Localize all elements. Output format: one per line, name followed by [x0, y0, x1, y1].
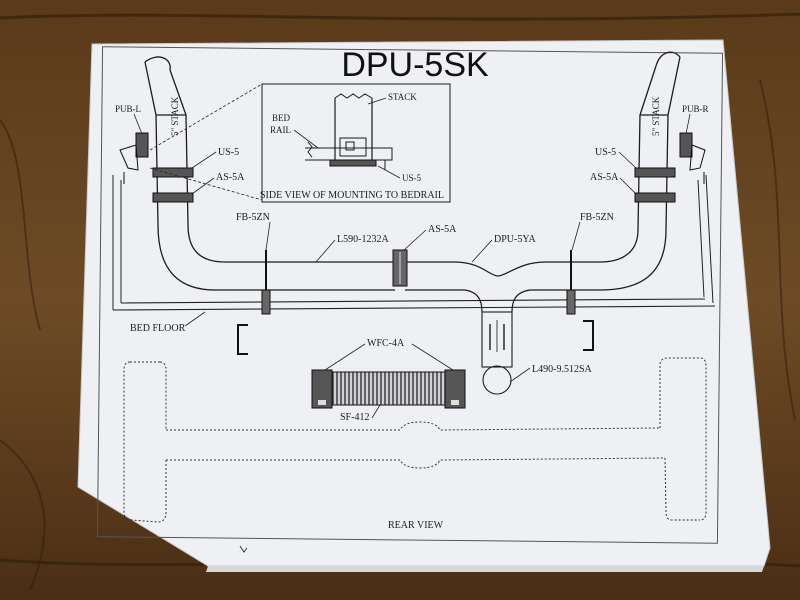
- pen-mark: [239, 545, 248, 553]
- left-stack-label: 5" STACK: [170, 96, 180, 136]
- side-view-inset: [261, 83, 451, 203]
- pub-l-label: PUB-L: [115, 104, 141, 114]
- fb5zn-right-label: FB-5ZN: [580, 212, 614, 223]
- crossover-pipe: [215, 261, 600, 313]
- inset-us5-leader: [377, 165, 401, 179]
- bed-floor-leader: [184, 311, 206, 327]
- wfc4a-label: WFC-4A: [367, 338, 405, 349]
- inset-rail-label: RAIL: [270, 125, 291, 135]
- drawing-border: [96, 46, 724, 544]
- as5a-center-leader: [403, 229, 427, 251]
- right-as5a-clamp: [634, 192, 676, 203]
- dpu5ya-label: DPU-5YA: [494, 234, 536, 245]
- inset-stack-label: STACK: [388, 92, 417, 102]
- dpu5ya-leader: [471, 239, 493, 263]
- right-frame-bracket: [583, 320, 594, 351]
- pub-r-leader: [685, 113, 691, 135]
- right-exhaust-stack: [599, 51, 681, 291]
- pub-r-label: PUB-R: [682, 104, 709, 114]
- inset-stack-leader: [367, 97, 387, 105]
- pub-r-bracket: [679, 132, 706, 184]
- as5a-left-label: AS-5A: [216, 172, 245, 183]
- pub-l-bracket: [119, 132, 149, 184]
- us5-left-label: US-5: [218, 147, 239, 158]
- fb5zn-left-label: FB-5ZN: [236, 212, 270, 223]
- left-us5-clamp: [152, 167, 194, 178]
- as5a-right-label: AS-5A: [590, 172, 619, 183]
- wfc4a-leader-right: [411, 343, 454, 371]
- left-frame-bracket: [237, 324, 248, 355]
- as5a-left-leader: [191, 177, 215, 195]
- us5-right-leader: [618, 151, 637, 169]
- l490-label: L490-9.512SA: [532, 364, 593, 375]
- diagram-title: DPU-5SK: [341, 46, 489, 84]
- sf412-leader: [371, 404, 381, 419]
- as5a-center-label: AS-5A: [428, 224, 457, 235]
- left-as5a-clamp: [152, 192, 194, 203]
- us5-right-label: US-5: [595, 147, 616, 158]
- wfc4a-flex-connector: [311, 369, 466, 409]
- as5a-right-leader: [619, 177, 637, 195]
- bed-floor: [112, 298, 716, 311]
- inset-caption: SIDE VIEW OF MOUNTING TO BEDRAIL: [260, 190, 444, 201]
- fb5zn-left-leader: [265, 221, 271, 251]
- bed-floor-label: BED FLOOR: [130, 323, 186, 334]
- fb5zn-right-hanger: [566, 250, 576, 315]
- left-exhaust-stack: [144, 56, 226, 291]
- right-us5-clamp: [634, 167, 676, 178]
- pub-l-leader: [133, 113, 143, 135]
- downpipe-l490: [481, 311, 513, 395]
- l590-leader: [315, 239, 336, 263]
- fb5zn-right-leader: [571, 221, 581, 251]
- right-stack-label: 5" STACK: [651, 96, 661, 136]
- inset-rail-leader: [293, 129, 319, 149]
- inset-leader-dashes: [149, 83, 263, 201]
- paper-shadow-edge: [206, 566, 764, 572]
- us5-left-leader: [191, 151, 217, 169]
- sf412-label: SF-412: [340, 412, 369, 423]
- inset-us5-label: US-5: [402, 173, 422, 183]
- rear-view-label: REAR VIEW: [388, 520, 444, 531]
- rear-view-frame: [123, 357, 707, 523]
- wfc4a-leader-left: [324, 343, 366, 371]
- l590-label: L590-1232A: [337, 234, 389, 245]
- l490-leader: [509, 367, 531, 383]
- fb5zn-left-hanger: [261, 250, 271, 315]
- bed-walls: [112, 174, 714, 310]
- inset-bed-label: BED: [272, 113, 291, 123]
